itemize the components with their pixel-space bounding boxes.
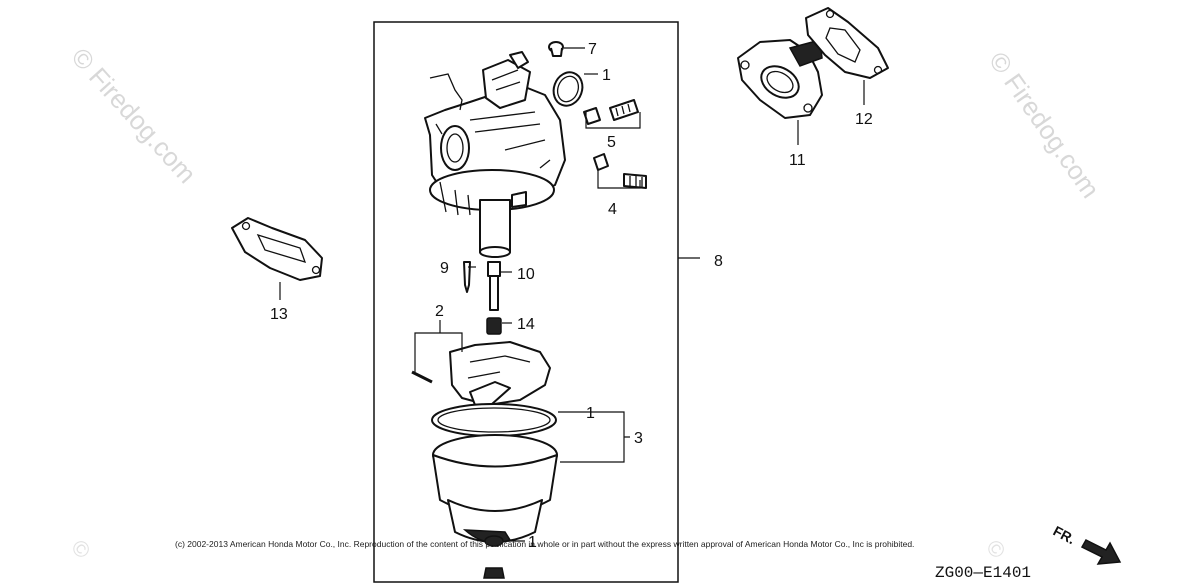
float-part <box>449 341 551 406</box>
callout-4: 4 <box>608 201 617 218</box>
watermark-bottom-left: © <box>66 535 95 564</box>
washer-part-1-bottom <box>484 535 504 547</box>
screw-set-part-5 <box>583 99 639 125</box>
callout-11: 11 <box>789 152 806 169</box>
insulator-part-11 <box>737 39 823 119</box>
float-needle-part-9 <box>463 261 471 293</box>
jet-part-14 <box>486 317 502 335</box>
float-bowl-part-3 <box>432 434 558 544</box>
callout-1-mid: 1 <box>586 405 595 422</box>
diagram-code: ZG00—E1401 <box>935 564 1031 582</box>
carburetor-body <box>424 51 566 258</box>
callout-7: 7 <box>588 41 597 58</box>
nozzle-part-10 <box>487 261 501 311</box>
callout-5: 5 <box>607 134 616 151</box>
callout-2: 2 <box>435 303 444 320</box>
drain-bolt <box>483 567 505 579</box>
callout-10: 10 <box>517 266 535 283</box>
screw-part-7 <box>548 41 564 57</box>
float-pin-part-2 <box>411 370 433 384</box>
watermark-bottom-right: © <box>981 535 1010 564</box>
callout-1-bottom: 1 <box>528 534 537 551</box>
o-ring-part-1-top <box>552 71 584 107</box>
front-direction-indicator: FR. <box>1051 523 1122 565</box>
callout-12: 12 <box>855 111 873 128</box>
direction-arrow-icon <box>1080 539 1122 565</box>
watermark-right: © Firedog.com <box>983 46 1106 203</box>
screw-set-part-4 <box>593 153 647 189</box>
assembly-frame <box>373 21 679 583</box>
callout-8: 8 <box>714 253 723 270</box>
leader-lines <box>279 47 865 542</box>
copyright-notice: (c) 2002-2013 American Honda Motor Co., … <box>175 539 914 549</box>
gasket-part-12 <box>805 7 889 79</box>
callout-14: 14 <box>517 316 535 333</box>
callout-9: 9 <box>440 260 449 277</box>
gasket-part-1-mid <box>431 403 557 437</box>
callout-13: 13 <box>270 306 288 323</box>
direction-label: FR. <box>1051 523 1078 548</box>
callout-1-top: 1 <box>602 67 611 84</box>
callout-3: 3 <box>634 430 643 447</box>
watermark-left: © Firedog.com <box>66 42 203 189</box>
gasket-part-13 <box>231 217 323 281</box>
